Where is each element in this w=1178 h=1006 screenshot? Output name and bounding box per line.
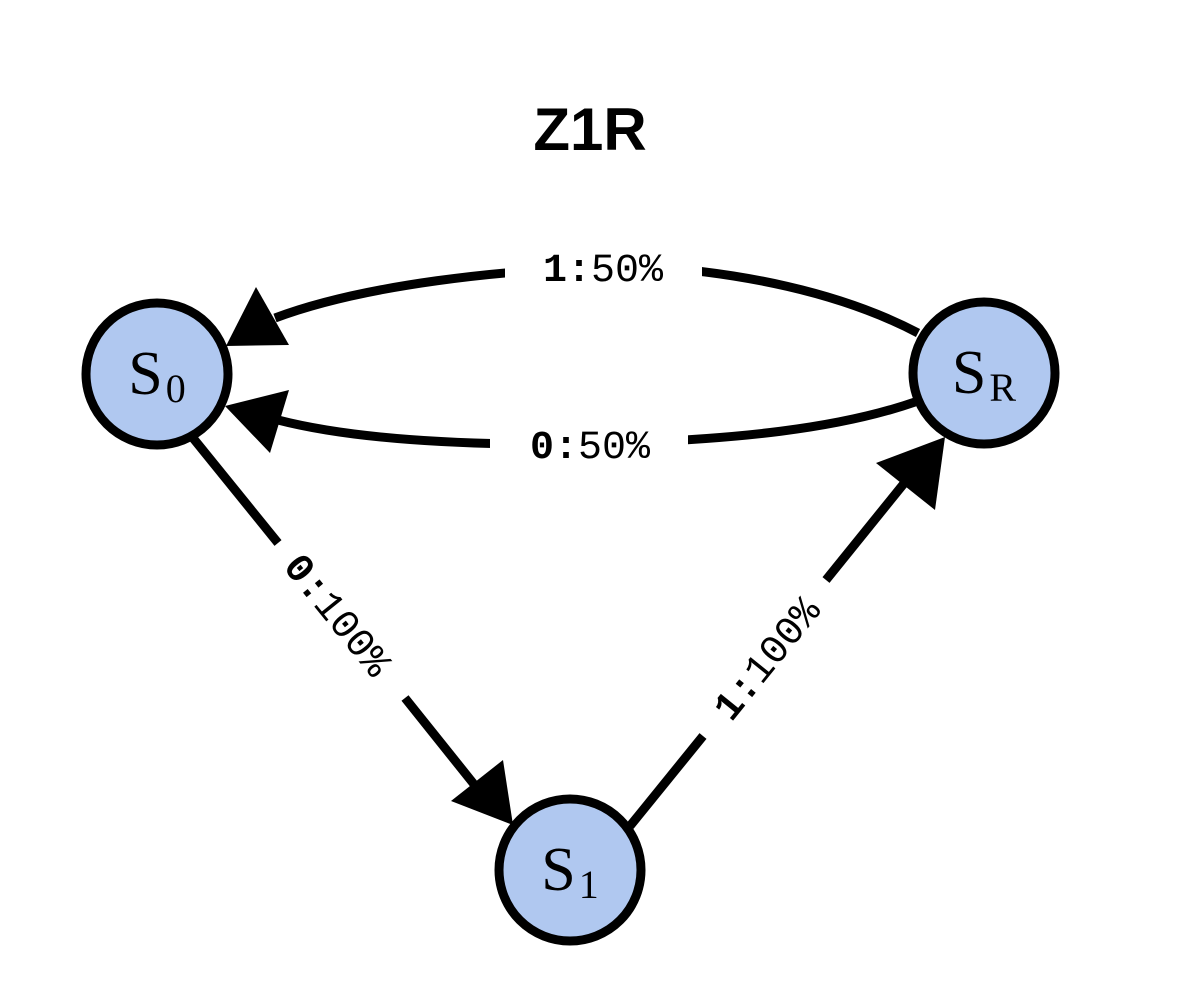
arrowhead-icon [226,287,289,346]
edge-label-background [505,238,702,294]
arrowhead-icon [876,437,945,510]
edge-separator: : [567,249,591,294]
edge-sr-to-s0-top: 1:50% [226,238,921,346]
node-s0-label: S0 [128,340,185,411]
node-s1: S1 [494,794,646,946]
edge-line [626,733,707,829]
edge-label-sr-s0-top: 1:50% [543,249,664,294]
edge-label-s1-sr: 1:100% [706,590,832,731]
edge-s0-to-s1: 0:100% [189,435,513,825]
edge-probability: 100% [736,590,832,694]
edge-line [189,435,282,546]
arrowhead-icon [451,760,513,825]
node-subscript: 0 [166,366,186,411]
node-subscript: R [989,365,1016,410]
node-sr-label: SR [952,339,1016,410]
node-subscript: 1 [579,862,599,907]
edge-label-background [490,416,688,472]
diagram-title: Z1R [533,96,646,163]
edge-symbol: 1 [543,249,567,294]
edge-line [822,473,914,583]
node-s1-label: S1 [541,836,598,907]
node-s1-circle [494,794,646,946]
edge-probability: 50% [591,249,664,294]
arrowhead-icon [225,390,289,453]
edge-sr-to-s0-bottom: 0:50% [225,390,917,472]
edge-separator: : [554,426,578,471]
edge-line [401,695,489,801]
node-name: S [128,340,162,408]
edge-symbol: 0 [530,426,554,471]
edge-probability: 100% [303,584,399,688]
node-sr: SR [908,297,1060,449]
node-name: S [952,339,986,407]
edge-s1-to-sr: 1:100% [626,437,945,829]
node-name: S [541,836,575,904]
node-sr-circle [908,297,1060,449]
node-s0-circle [81,298,233,450]
edge-label-s0-s1: 0:100% [272,547,398,688]
edge-label-sr-s0-bottom: 0:50% [530,426,651,471]
edge-probability: 50% [578,426,651,471]
node-s0: S0 [81,298,233,450]
